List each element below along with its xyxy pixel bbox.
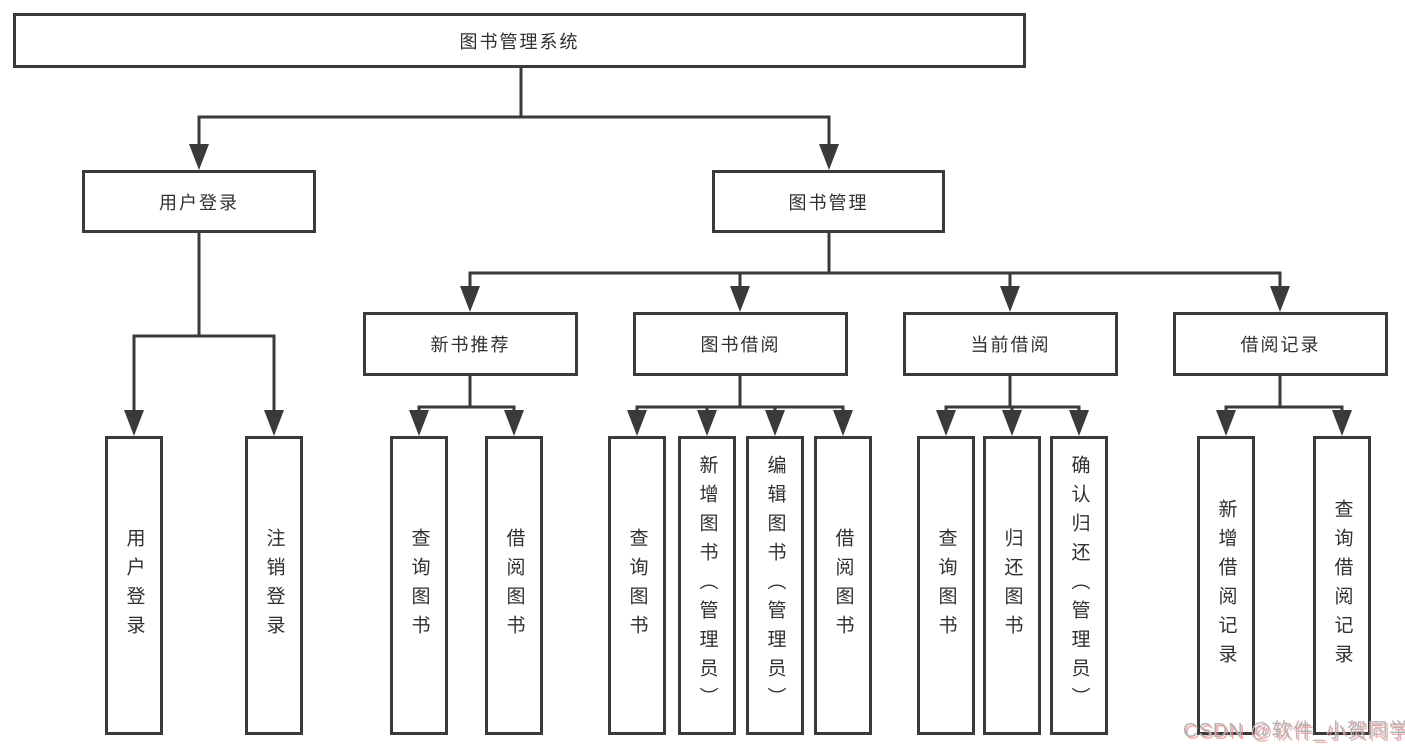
- arrow-icon: [697, 410, 717, 436]
- arrow-icon: [124, 410, 144, 436]
- leaf-records-add-record: 新增借阅记录: [1197, 436, 1255, 735]
- leaf-borrow-edit-books-admin: 编辑图书（管理员）: [746, 436, 804, 735]
- edge-level1-branch: [197, 115, 831, 150]
- leaf-newbooks-borrow-books-label: 借阅图书: [503, 527, 525, 644]
- leaf-records-query-record: 查询借阅记录: [1313, 436, 1371, 735]
- node-user-login: 用户登录: [82, 170, 316, 233]
- arrow-icon: [409, 410, 429, 436]
- leaf-current-return-books-label: 归还图书: [1001, 527, 1023, 644]
- arrow-icon: [627, 410, 647, 436]
- node-borrow-records-label: 借阅记录: [1240, 335, 1321, 355]
- edge-userlogin-branch: [132, 334, 276, 416]
- arrow-icon: [1216, 410, 1236, 436]
- leaf-current-query-books-label: 查询图书: [935, 527, 957, 644]
- leaf-records-query-record-label: 查询借阅记录: [1331, 498, 1353, 673]
- arrow-icon: [460, 286, 480, 312]
- leaf-user-login: 用户登录: [105, 436, 163, 735]
- arrow-icon: [819, 144, 839, 170]
- arrow-icon: [730, 286, 750, 312]
- leaf-current-return-books: 归还图书: [983, 436, 1041, 735]
- node-book-borrow: 图书借阅: [633, 312, 848, 376]
- leaf-current-confirm-return-admin: 确认归还（管理员）: [1050, 436, 1108, 735]
- leaf-records-add-record-label: 新增借阅记录: [1215, 498, 1237, 673]
- edge-level2-branch: [468, 271, 1282, 292]
- leaf-borrow-borrow-books-label: 借阅图书: [832, 527, 854, 644]
- node-root: 图书管理系统: [13, 13, 1026, 68]
- node-current-borrow: 当前借阅: [903, 312, 1118, 376]
- node-root-label: 图书管理系统: [459, 31, 580, 52]
- node-book-management-label: 图书管理: [788, 192, 869, 213]
- leaf-borrow-add-books-admin: 新增图书（管理员）: [678, 436, 736, 735]
- arrow-icon: [1002, 410, 1022, 436]
- node-user-login-label: 用户登录: [159, 192, 239, 213]
- node-new-book-recommend-label: 新书推荐: [430, 335, 511, 355]
- leaf-user-login-label: 用户登录: [123, 527, 145, 644]
- leaf-newbooks-query-books: 查询图书: [390, 436, 448, 735]
- arrow-icon: [264, 410, 284, 436]
- leaf-current-query-books: 查询图书: [917, 436, 975, 735]
- node-current-borrow-label: 当前借阅: [970, 335, 1051, 355]
- node-book-management: 图书管理: [712, 170, 945, 233]
- arrow-icon: [1332, 410, 1352, 436]
- leaf-borrow-query-books: 查询图书: [608, 436, 666, 735]
- arrow-icon: [1270, 286, 1290, 312]
- arrow-icon: [936, 410, 956, 436]
- node-book-borrow-label: 图书借阅: [700, 335, 781, 355]
- arrow-icon: [189, 144, 209, 170]
- leaf-logout-label: 注销登录: [263, 527, 285, 644]
- leaf-newbooks-query-books-label: 查询图书: [408, 527, 430, 644]
- node-new-book-recommend: 新书推荐: [363, 312, 578, 376]
- leaf-borrow-query-books-label: 查询图书: [626, 527, 648, 644]
- node-borrow-records: 借阅记录: [1173, 312, 1388, 376]
- leaf-borrow-edit-books-admin-label: 编辑图书（管理员）: [764, 455, 786, 716]
- arrow-icon: [833, 410, 853, 436]
- arrow-icon: [504, 410, 524, 436]
- arrow-icon: [765, 410, 785, 436]
- watermark: CSDN @软件_小贺同学: [1183, 720, 1405, 742]
- leaf-newbooks-borrow-books: 借阅图书: [485, 436, 543, 735]
- edge-newbooks-branch: [417, 405, 516, 416]
- arrow-icon: [1069, 410, 1089, 436]
- edge-borrow-branch: [635, 405, 845, 416]
- leaf-logout: 注销登录: [245, 436, 303, 735]
- leaf-current-confirm-return-admin-label: 确认归还（管理员）: [1068, 455, 1090, 716]
- arrow-icon: [1000, 286, 1020, 312]
- leaf-borrow-add-books-admin-label: 新增图书（管理员）: [696, 455, 718, 716]
- leaf-borrow-borrow-books: 借阅图书: [814, 436, 872, 735]
- edge-current-branch: [944, 405, 1081, 416]
- edge-records-branch: [1224, 405, 1344, 416]
